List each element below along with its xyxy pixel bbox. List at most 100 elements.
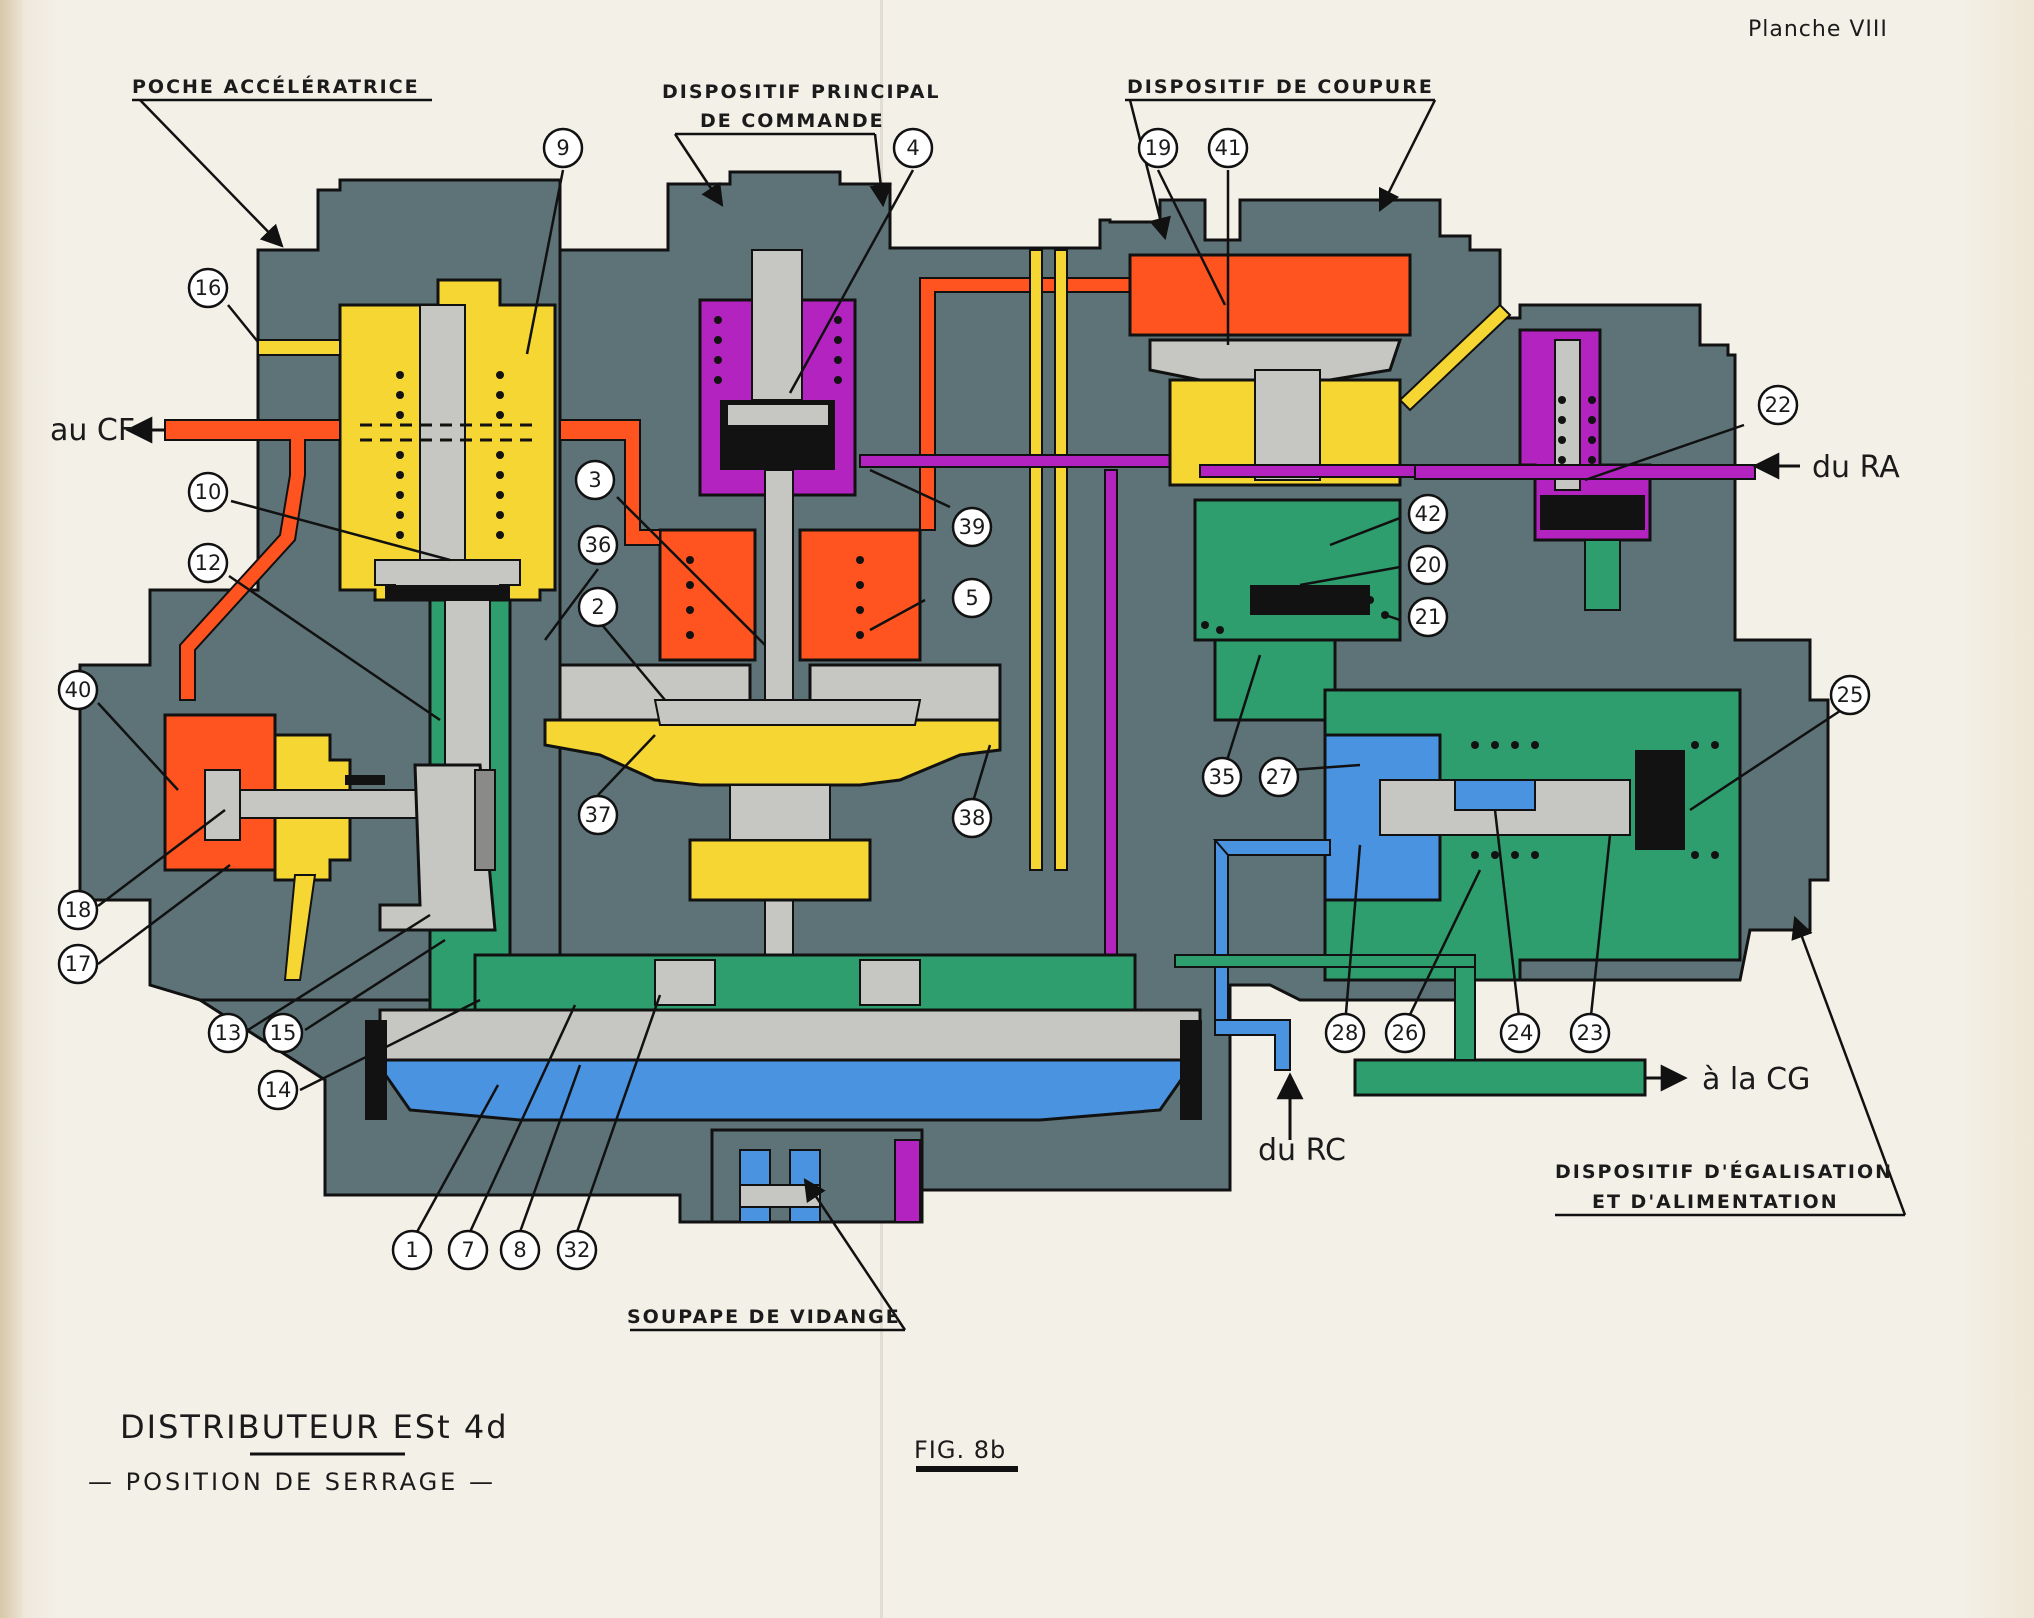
callout-circle bbox=[187, 471, 229, 513]
callout-32: 32 bbox=[556, 1229, 598, 1271]
callout-leaders bbox=[97, 169, 1847, 1233]
callout-27: 27 bbox=[1258, 756, 1300, 798]
callout-circle bbox=[1201, 756, 1243, 798]
port-label-rc: du RC bbox=[1258, 1133, 1346, 1168]
callout-circle bbox=[577, 586, 619, 628]
callout-circle bbox=[574, 459, 616, 501]
callout-2: 2 bbox=[577, 586, 619, 628]
callout-number: 16 bbox=[195, 276, 222, 300]
callout-circle bbox=[391, 1229, 433, 1271]
port-label-ra: du RA bbox=[1812, 450, 1900, 485]
callout-36: 36 bbox=[577, 524, 619, 566]
cut-off-device bbox=[1128, 253, 1512, 722]
section-label-poche: POCHE ACCÉLÉRATRICE bbox=[132, 75, 420, 98]
callout-number: 27 bbox=[1266, 765, 1293, 789]
callout-4: 4 bbox=[892, 127, 934, 169]
callout-number: 7 bbox=[461, 1238, 474, 1262]
port-label-cg: à la CG bbox=[1702, 1062, 1810, 1097]
callout-37: 37 bbox=[577, 794, 619, 836]
callout-number: 39 bbox=[959, 515, 986, 539]
drain-valve-stub bbox=[710, 1128, 924, 1224]
callout-circle bbox=[499, 1229, 541, 1271]
callout-15: 15 bbox=[262, 1012, 304, 1054]
callout-19: 19 bbox=[1137, 127, 1179, 169]
callout-number: 15 bbox=[270, 1021, 297, 1045]
callout-circle bbox=[57, 943, 99, 985]
callout-number: 12 bbox=[195, 551, 222, 575]
callout-7: 7 bbox=[447, 1229, 489, 1271]
callout-number: 22 bbox=[1765, 393, 1792, 417]
callout-circle bbox=[57, 889, 99, 931]
callout-circle bbox=[1757, 384, 1799, 426]
callout-3: 3 bbox=[574, 459, 616, 501]
callout-circle bbox=[892, 127, 934, 169]
callout-number: 9 bbox=[556, 136, 569, 160]
callout-number: 28 bbox=[1332, 1021, 1359, 1045]
callout-number: 17 bbox=[65, 952, 92, 976]
lower-chambers bbox=[365, 839, 1291, 1122]
callout-12: 12 bbox=[187, 542, 229, 584]
callout-number: 41 bbox=[1215, 136, 1242, 160]
section-label-egalisation-2: ET D'ALIMENTATION bbox=[1592, 1191, 1839, 1213]
callout-13: 13 bbox=[207, 1012, 249, 1054]
callout-circle bbox=[1384, 1012, 1426, 1054]
callout-28: 28 bbox=[1324, 1012, 1366, 1054]
callout-16: 16 bbox=[187, 267, 229, 309]
callout-25: 25 bbox=[1829, 674, 1871, 716]
callout-number: 40 bbox=[65, 678, 92, 702]
figure-label-underline bbox=[916, 1466, 1018, 1472]
diagram-title: DISTRIBUTEUR ESt 4d bbox=[120, 1408, 509, 1446]
figure-label: FIG. 8b bbox=[914, 1436, 1006, 1464]
callout-circle bbox=[257, 1069, 299, 1111]
callout-circle bbox=[262, 1012, 304, 1054]
callout-circle bbox=[1137, 127, 1179, 169]
callout-number: 13 bbox=[215, 1021, 242, 1045]
port-label-cf: au CF bbox=[50, 413, 135, 448]
accelerator-pocket bbox=[163, 278, 557, 1042]
callout-18: 18 bbox=[57, 889, 99, 931]
ra-valve bbox=[1414, 328, 1756, 611]
callout-number: 8 bbox=[513, 1238, 526, 1262]
section-label-coupure: DISPOSITIF DE COUPURE bbox=[1127, 76, 1434, 98]
callout-circle bbox=[542, 127, 584, 169]
callout-circle bbox=[1258, 756, 1300, 798]
callout-17: 17 bbox=[57, 943, 99, 985]
callout-22: 22 bbox=[1757, 384, 1799, 426]
callout-number: 10 bbox=[195, 480, 222, 504]
callout-42: 42 bbox=[1407, 493, 1449, 535]
section-label-vidange: SOUPAPE DE VIDANGE bbox=[627, 1306, 901, 1328]
callout-5: 5 bbox=[951, 577, 993, 619]
callout-number: 18 bbox=[65, 898, 92, 922]
callout-41: 41 bbox=[1207, 127, 1249, 169]
callout-circle bbox=[951, 506, 993, 548]
callout-14: 14 bbox=[257, 1069, 299, 1111]
callout-number: 3 bbox=[588, 468, 601, 492]
callout-number: 2 bbox=[591, 595, 604, 619]
section-leaders bbox=[132, 98, 1907, 1332]
callout-circle bbox=[951, 797, 993, 839]
callout-number: 19 bbox=[1145, 136, 1172, 160]
callout-circle bbox=[1569, 1012, 1611, 1054]
callout-9: 9 bbox=[542, 127, 584, 169]
page-binding-shadow bbox=[0, 0, 22, 1618]
callout-number: 32 bbox=[564, 1238, 591, 1262]
port-arrows bbox=[125, 416, 1800, 1140]
callout-39: 39 bbox=[951, 506, 993, 548]
callout-1: 1 bbox=[391, 1229, 433, 1271]
callout-number: 4 bbox=[906, 136, 919, 160]
callout-circle bbox=[556, 1229, 598, 1271]
callout-number: 1 bbox=[405, 1238, 418, 1262]
callout-number: 14 bbox=[265, 1078, 292, 1102]
callout-number: 24 bbox=[1507, 1021, 1534, 1045]
callout-number: 37 bbox=[585, 803, 612, 827]
callout-number: 20 bbox=[1415, 553, 1442, 577]
callout-26: 26 bbox=[1384, 1012, 1426, 1054]
section-label-principal-2: DE COMMANDE bbox=[700, 110, 885, 132]
callout-38: 38 bbox=[951, 797, 993, 839]
diagram-subtitle: — POSITION DE SERRAGE — bbox=[88, 1468, 496, 1496]
callout-40: 40 bbox=[57, 669, 99, 711]
callout-number: 25 bbox=[1837, 683, 1864, 707]
callout-circle bbox=[1829, 674, 1871, 716]
callout-circle bbox=[577, 524, 619, 566]
